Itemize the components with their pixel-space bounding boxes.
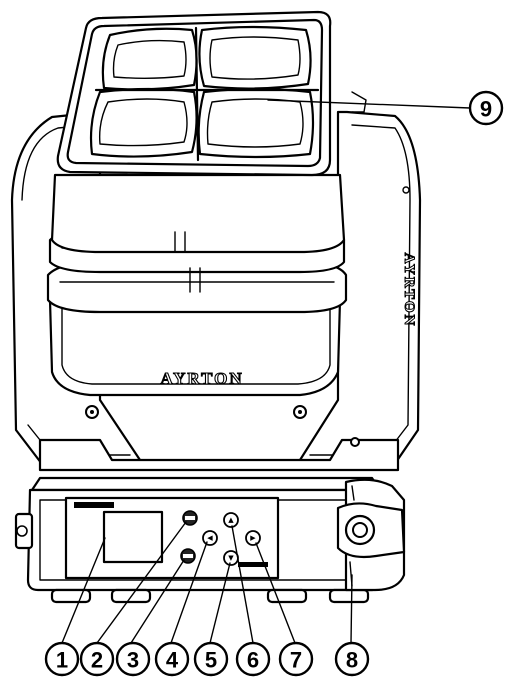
leader-lines — [61, 99, 471, 644]
svg-text:1: 1 — [56, 648, 68, 673]
callout-2: 2 — [79, 641, 115, 677]
right-button[interactable]: ▶ — [245, 530, 261, 546]
left-button[interactable]: ◀ — [202, 530, 218, 546]
callout-7: 7 — [278, 641, 314, 677]
lens-icon — [198, 25, 312, 90]
mounting-handle-icon — [336, 478, 406, 592]
svg-text:5: 5 — [205, 648, 217, 673]
callout-9: 9 — [468, 90, 504, 126]
callout-3: 3 — [115, 641, 151, 677]
left-connector-icon — [14, 512, 34, 550]
callout-5: 5 — [193, 641, 229, 677]
lcd-display — [102, 510, 164, 564]
callout-4: 4 — [154, 641, 190, 677]
side-logo: AYRTON — [401, 253, 417, 328]
callout-6: 6 — [235, 641, 271, 677]
base: ◀ ▲ ▼ ▶ — [14, 476, 406, 604]
lens-icon — [89, 87, 198, 158]
svg-text:9: 9 — [480, 97, 492, 122]
mode-button[interactable] — [182, 510, 198, 526]
svg-text:▲: ▲ — [228, 516, 234, 524]
svg-text:▼: ▼ — [228, 554, 234, 562]
lens-icon — [101, 27, 198, 91]
callout-1: 1 — [44, 641, 80, 677]
screw-icon — [293, 405, 307, 419]
callout-8: 8 — [334, 641, 370, 677]
front-logo: AYRTON — [160, 369, 243, 388]
lens-icon — [197, 87, 315, 159]
svg-text:4: 4 — [166, 648, 179, 673]
screw-icon — [85, 405, 99, 419]
enter-button[interactable] — [180, 548, 196, 564]
svg-text:3: 3 — [127, 648, 139, 673]
moving-head: AYRTON — [46, 10, 367, 397]
svg-text:8: 8 — [346, 648, 358, 673]
svg-text:7: 7 — [290, 648, 302, 673]
down-button[interactable]: ▼ — [223, 550, 239, 566]
svg-text:◀: ◀ — [207, 534, 213, 542]
svg-text:6: 6 — [247, 648, 259, 673]
svg-text:▶: ▶ — [250, 534, 256, 542]
svg-text:2: 2 — [91, 648, 103, 673]
up-button[interactable]: ▲ — [223, 512, 239, 528]
